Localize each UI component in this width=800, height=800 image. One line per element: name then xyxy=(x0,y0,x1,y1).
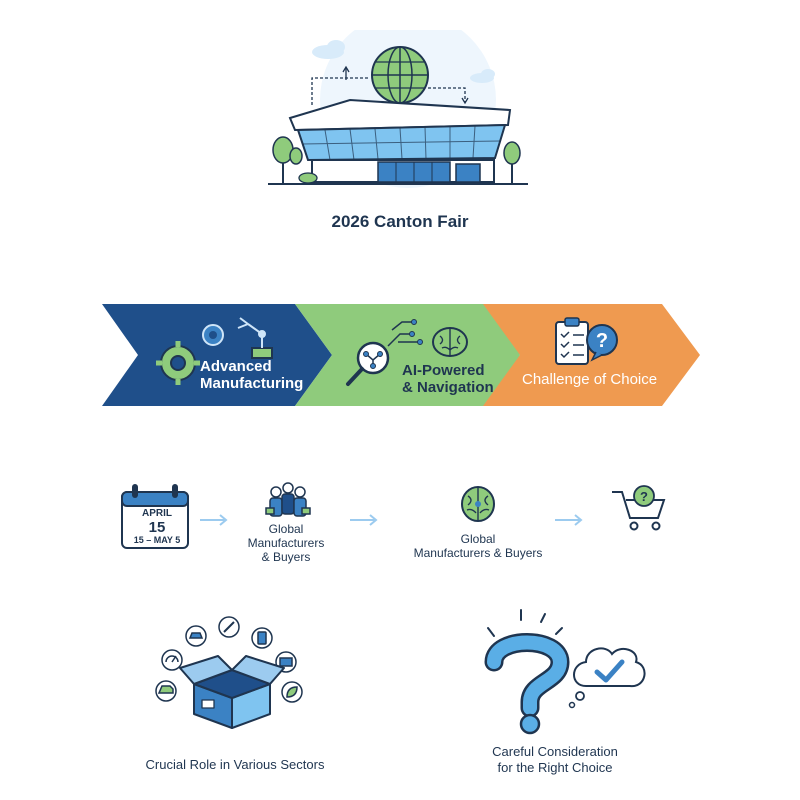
flow-step-line: Global xyxy=(460,532,496,546)
caption-crucial-role: Crucial Role in Various Sectors xyxy=(145,757,325,772)
people-group-icon xyxy=(265,482,311,517)
leaf-icon xyxy=(281,681,303,703)
banner-label-ai-powered: AI-Powered & Navigation xyxy=(402,362,494,396)
banner-label-line: Advanced xyxy=(200,358,272,375)
svg-text:?: ? xyxy=(640,489,648,504)
caption-careful-consideration: Careful Consideration for the Right Choi… xyxy=(460,744,650,776)
banner-label-line: & Navigation xyxy=(402,379,494,396)
banner-label-line: Challenge of Choice xyxy=(522,371,658,388)
open-box-icon xyxy=(179,655,285,729)
calendar-month: APRIL xyxy=(142,508,172,519)
flow-step-line: Manufacturers & Buyers xyxy=(413,546,543,560)
tree-icon xyxy=(272,136,521,184)
flow-step-line: & Buyers xyxy=(261,550,311,564)
globe-icon xyxy=(371,46,429,104)
brain-icon xyxy=(432,327,468,357)
thought-bubble-check-icon xyxy=(568,647,646,709)
svg-text:?: ? xyxy=(596,330,608,352)
bottom-graphics xyxy=(155,609,646,735)
tool-icon xyxy=(218,616,240,638)
brain-icon xyxy=(461,486,495,522)
banner-label-challenge-of-choice: Challenge of Choice xyxy=(522,371,657,388)
cloud-icon xyxy=(312,40,495,83)
flow-row-graphics: ? xyxy=(121,482,666,549)
flow-arrow-icon xyxy=(200,514,583,526)
banner-label-line: AI-Powered xyxy=(402,362,485,379)
car-icon xyxy=(185,625,207,647)
clipboard-checklist-icon xyxy=(555,317,589,365)
banner-label-advanced-manufacturing: Advanced Manufacturing xyxy=(200,358,303,392)
flow-step-line: Manufacturers xyxy=(247,536,325,550)
banner-segment-advanced-manufacturing xyxy=(102,304,332,406)
question-bubble-icon: ? xyxy=(586,324,618,362)
page-title: 2026 Canton Fair xyxy=(331,212,469,231)
caption-line: Careful Consideration xyxy=(492,744,618,759)
calendar-icon xyxy=(121,484,189,549)
magnifier-network-icon xyxy=(346,319,423,386)
flow-step-line: Global xyxy=(268,522,304,536)
vehicle-icon xyxy=(155,680,177,702)
calendar-day: 15 xyxy=(148,519,166,536)
shopping-cart-question-icon: ? xyxy=(612,485,666,531)
canton-fair-building-illustration xyxy=(268,30,528,188)
question-mark-icon xyxy=(484,609,570,735)
process-banner: ? xyxy=(102,304,700,406)
banner-label-line: Manufacturing xyxy=(200,375,304,392)
flow-step-global-manufacturers: Global Manufacturers & Buyers xyxy=(230,522,342,564)
gears-icon xyxy=(156,324,224,385)
caption-line: for the Right Choice xyxy=(497,760,613,775)
flow-step-manufacturers-buyers: Global Manufacturers & Buyers xyxy=(400,532,556,560)
banner-segment-challenge-of-choice xyxy=(483,304,700,406)
gauge-icon xyxy=(161,649,183,671)
calendar-date-range: 15 – MAY 5 xyxy=(133,535,181,545)
battery-icon xyxy=(251,627,273,649)
robot-arm-icon xyxy=(237,317,273,359)
